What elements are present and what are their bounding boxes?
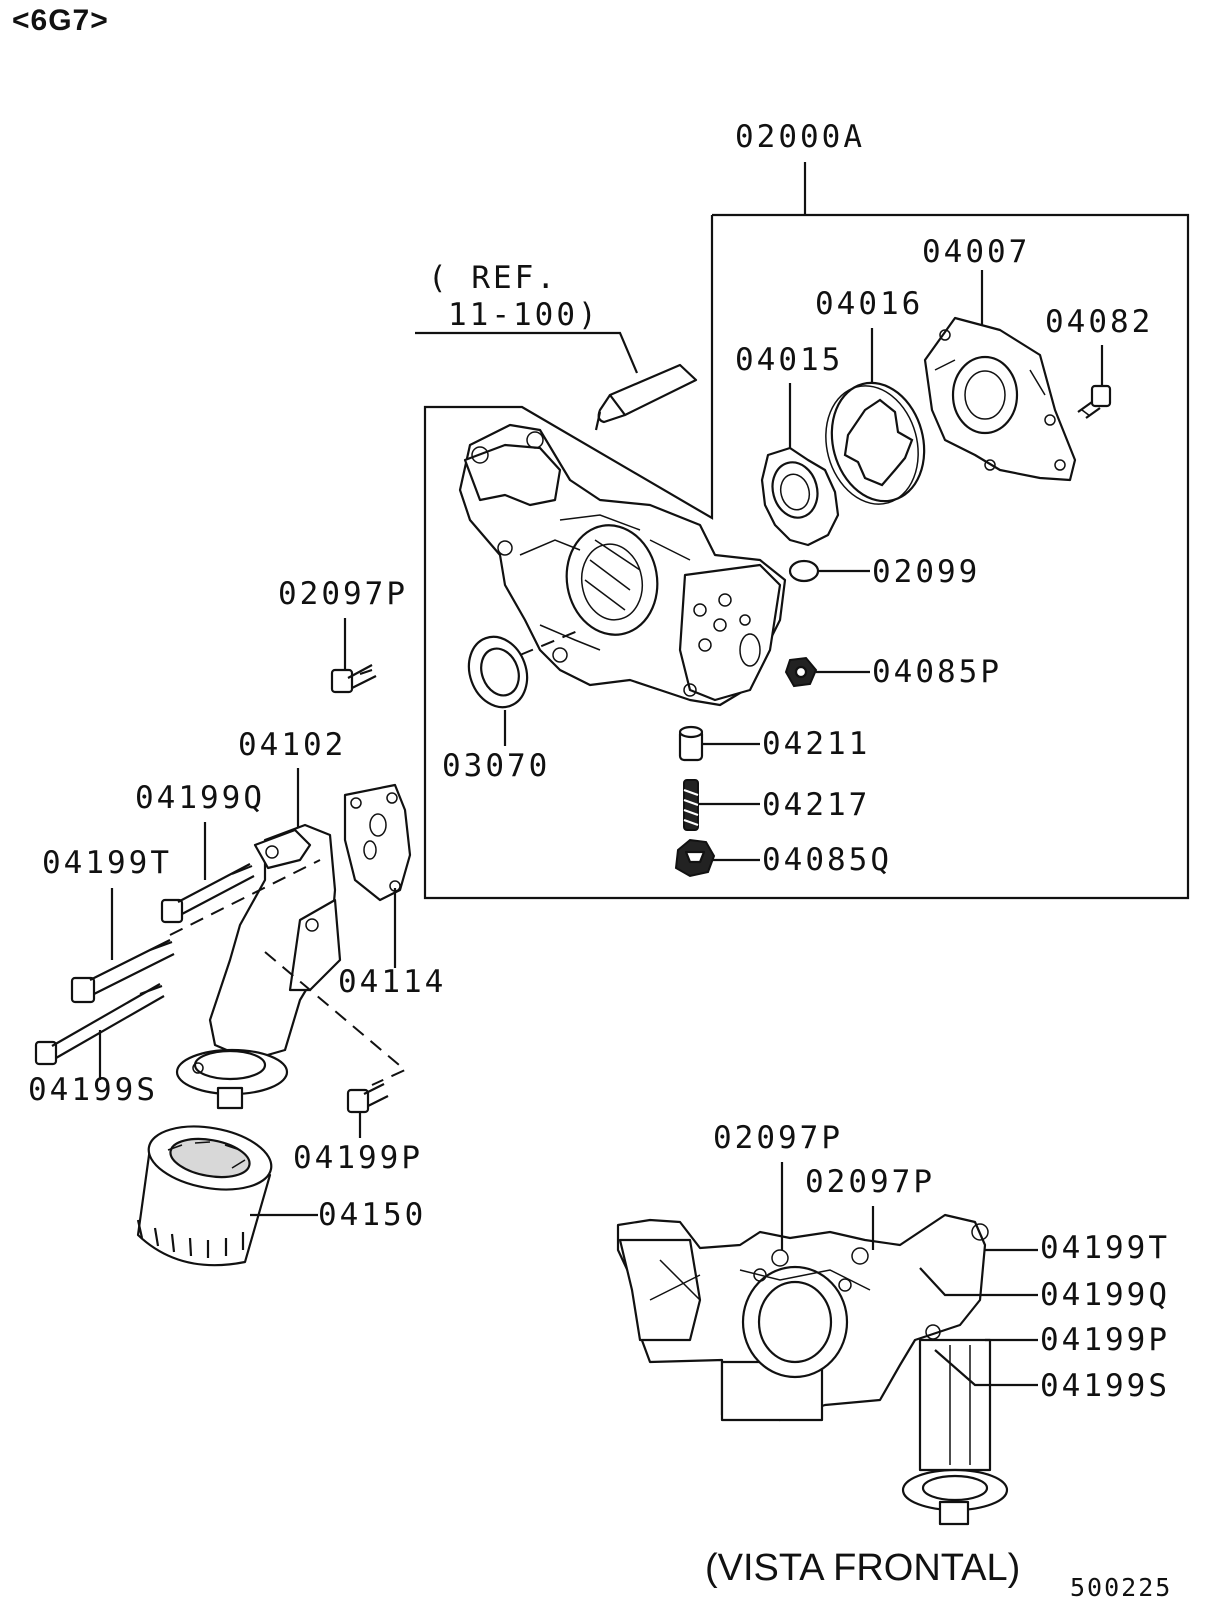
oil-filter-icon (136, 1125, 273, 1267)
label-04085Q: 04085Q (762, 842, 892, 878)
label-04102: 04102 (238, 727, 346, 763)
oil-pump-body-icon (458, 423, 787, 707)
label-04217: 04217 (762, 787, 870, 823)
label-04085P: 04085P (872, 654, 1002, 690)
bolt-04199S-icon (34, 983, 165, 1066)
label-04007: 04007 (922, 234, 1030, 270)
label-04199T: 04199T (42, 845, 172, 881)
pump-cover-icon (923, 316, 1077, 482)
label-03070: 03070 (442, 748, 550, 784)
front-view-pump-icon (616, 1213, 1009, 1526)
oil-strainer-icon (175, 823, 342, 1110)
bolt-04082-icon (1077, 384, 1112, 419)
label-04211: 04211 (762, 726, 870, 762)
sealant-tube-icon (594, 363, 698, 431)
label-04199P: 04199P (293, 1140, 423, 1176)
front-view-caption: (VISTA FRONTAL) (705, 1547, 1020, 1589)
gasket-04114-icon (343, 783, 412, 902)
label-04150: 04150 (318, 1197, 426, 1233)
figure-number: 500225 (1070, 1573, 1172, 1602)
fv-label-bolt-b: 02097P (805, 1164, 935, 1200)
bolt-04199P-icon (346, 1083, 389, 1114)
o-ring-icon (788, 559, 820, 583)
inner-rotor-icon (760, 446, 840, 547)
fv-label-04199P: 04199P (1040, 1322, 1170, 1358)
label-04016: 04016 (815, 286, 923, 322)
relief-spring-icon (683, 779, 699, 831)
label-04082: 04082 (1045, 304, 1153, 340)
fv-label-bolt-a: 02097P (713, 1120, 843, 1156)
label-04015: 04015 (735, 342, 843, 378)
label-02097P: 02097P (278, 576, 408, 612)
assembly-bracket-box (423, 213, 1190, 900)
outer-rotor-icon (825, 381, 926, 505)
label-ref-line2: 11-100) (448, 297, 600, 333)
label-04199S: 04199S (28, 1072, 158, 1108)
oil-seal-icon (467, 635, 529, 709)
label-02000A: 02000A (735, 119, 865, 155)
fv-label-04199S: 04199S (1040, 1368, 1170, 1404)
engine-code-header: <6G7> (12, 4, 109, 37)
label-ref-line1: ( REF. (428, 260, 558, 296)
label-04199Q: 04199Q (135, 780, 265, 816)
label-02099: 02099 (872, 554, 980, 590)
bolt-04199Q-icon (160, 863, 255, 924)
relief-plunger-icon (678, 725, 704, 762)
plug-04085P-icon (784, 656, 818, 688)
bolt-02097P-icon (330, 664, 377, 694)
bolt-04199T-icon (70, 939, 175, 1004)
plug-04085Q-icon (674, 838, 716, 878)
fv-label-04199Q: 04199Q (1040, 1277, 1170, 1313)
label-04114: 04114 (338, 964, 446, 1000)
fv-label-04199T: 04199T (1040, 1230, 1170, 1266)
